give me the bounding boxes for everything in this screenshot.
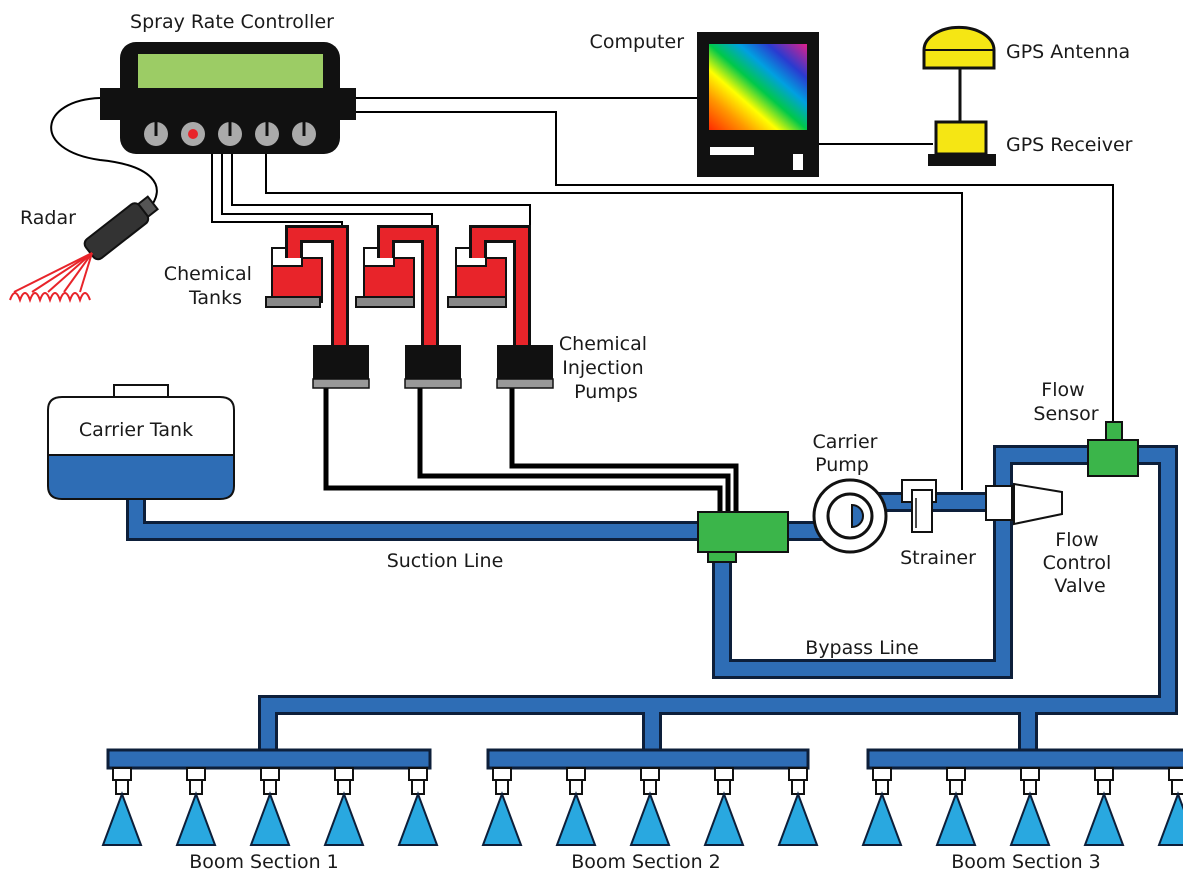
radar xyxy=(9,195,160,303)
chemical-injection-lines xyxy=(323,385,739,515)
gps-antenna xyxy=(922,25,996,122)
label-chemical-tanks: Chemical Tanks xyxy=(164,263,258,309)
spray-rate-controller xyxy=(100,42,356,154)
boom-bar-1 xyxy=(106,748,432,770)
nozzle xyxy=(935,767,977,846)
label-boom-section-3: Boom Section 3 xyxy=(951,851,1101,873)
label-suction-line: Suction Line xyxy=(387,550,504,572)
strainer xyxy=(901,479,937,533)
label-boom-section-1: Boom Section 1 xyxy=(189,851,339,873)
nozzle xyxy=(861,767,903,846)
wire-controller-flow-sensor xyxy=(355,111,1114,425)
nozzle xyxy=(101,767,143,846)
flow-sensor xyxy=(1087,421,1139,477)
controller-screen xyxy=(138,54,323,88)
nozzle xyxy=(397,767,439,846)
gps-receiver xyxy=(928,120,996,166)
boom-bar-3 xyxy=(866,748,1183,770)
wire-controller-valve xyxy=(265,153,963,490)
wire-radar xyxy=(50,97,158,211)
boom-bar-2 xyxy=(486,748,810,770)
label-spray-rate-controller: Spray Rate Controller xyxy=(130,11,334,33)
carrier-tank xyxy=(47,384,235,500)
radar-beam xyxy=(9,252,93,303)
nozzle xyxy=(249,767,291,846)
nozzle xyxy=(1009,767,1051,846)
signal-wires xyxy=(50,97,1114,490)
nozzle xyxy=(1157,767,1183,846)
label-carrier-tank: Carrier Tank xyxy=(79,419,193,441)
chemical-tank-1 xyxy=(265,225,349,350)
nozzle xyxy=(481,767,523,846)
chemical-injection-pumps xyxy=(312,345,554,389)
nozzles xyxy=(101,767,1183,846)
label-flow-control-valve: Flow Control Valve xyxy=(1043,529,1118,597)
chemical-tank-3 xyxy=(447,225,531,350)
nozzle xyxy=(1083,767,1125,846)
flow-control-valve xyxy=(985,482,1063,526)
label-gps-receiver: GPS Receiver xyxy=(1006,134,1133,156)
nozzle xyxy=(555,767,597,846)
label-boom-section-2: Boom Section 2 xyxy=(571,851,721,873)
nozzle xyxy=(777,767,819,846)
nozzle xyxy=(703,767,745,846)
label-bypass-line: Bypass Line xyxy=(805,637,918,659)
label-carrier-pump: Carrier Pump xyxy=(812,431,883,476)
nozzle xyxy=(629,767,671,846)
nozzle xyxy=(175,767,217,846)
computer-screen xyxy=(709,44,807,130)
label-gps-antenna: GPS Antenna xyxy=(1006,41,1130,63)
controller-knobs xyxy=(144,122,316,146)
computer xyxy=(697,32,819,177)
label-radar: Radar xyxy=(20,207,76,229)
label-strainer: Strainer xyxy=(900,547,976,569)
labels: Spray Rate Controller Computer GPS Anten… xyxy=(20,11,1133,873)
injection-manifold xyxy=(697,511,789,563)
label-flow-sensor: Flow Sensor xyxy=(1033,379,1098,425)
chemical-tank-2 xyxy=(355,225,439,350)
wire-controller-pump-2 xyxy=(221,153,433,345)
label-chemical-injection-pumps: Chemical Injection Pumps xyxy=(559,333,653,403)
nozzle xyxy=(323,767,365,846)
carrier-pump xyxy=(812,478,888,554)
boom-bars xyxy=(106,748,1183,770)
label-computer: Computer xyxy=(590,31,685,53)
